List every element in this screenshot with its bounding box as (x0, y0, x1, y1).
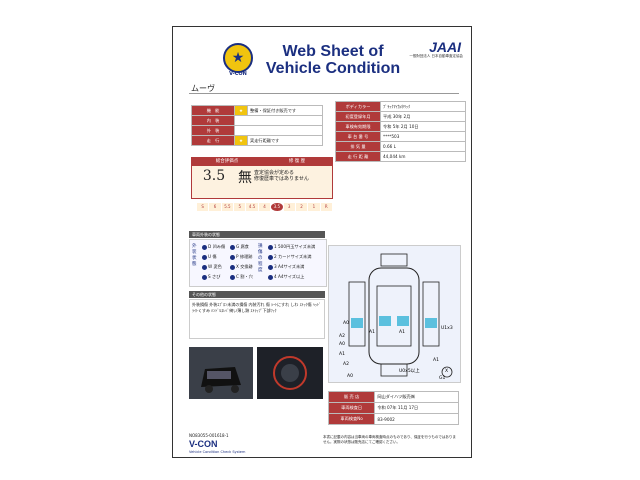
table-row: 車両検査日令和 07年 11月 17日 (327, 402, 459, 414)
notes-header: その他の状態 (189, 291, 325, 298)
size-item: 3 A4サイズ未満 (268, 264, 304, 270)
table-row: 車 台 番 号****503 (335, 131, 466, 142)
score-label: 総合評価点 (192, 158, 262, 166)
notes-text: 外装損傷 外装ｴﾌﾟﾛﾝ未満の損傷 内装汚れ 傷 ｼｰﾄにすれ しわ ｽﾄｯｸ傷… (189, 299, 325, 339)
dashboard-icon (257, 347, 323, 399)
rank-step: R (320, 203, 333, 211)
vehicle-condition-sheet: ★ V-CON Web Sheet of Vehicle Condition J… (172, 26, 472, 458)
rank-step: 4 (258, 203, 272, 211)
car-exterior-icon (189, 347, 253, 399)
condition-table: 機 能★整備・保証付き販売です 内 装 外 装 走 行★実走行距離です (191, 105, 323, 146)
legend-header: 車両外装の状態 (189, 231, 325, 238)
history-value: 無 (238, 170, 252, 186)
legend-item: D 凹み傷 (202, 244, 225, 250)
table-row: 内 装 (191, 115, 323, 126)
car-name: ムーヴ (191, 84, 215, 93)
legend-item: G 腐食 (230, 244, 249, 250)
table-row: 販 売 店岡山ダイハツ販売㈱ (327, 391, 459, 403)
score-value: 3.5 (202, 168, 226, 184)
logo-label: V-CON (229, 71, 247, 77)
jaai-logo: JAAI (429, 39, 461, 55)
size-item: 4 A4サイズ以上 (268, 274, 304, 280)
mark-a0: A0 (339, 342, 345, 347)
divider (189, 93, 459, 94)
spec-table: ボディカラーﾌﾞﾗｯｸﾏｲｶﾒﾀﾘｯｸ 初度登録年月平成 30年 2月 車検有効… (335, 101, 466, 162)
rank-step: 4.5 (246, 203, 259, 211)
mark-a2: A2 (343, 362, 349, 367)
rank-step: 3 (283, 203, 296, 211)
legend-item: W 変色 (202, 264, 222, 270)
history-note: 査定協会が定める 修復歴車ではありません (254, 170, 309, 182)
vcon-logo: V-CON (189, 439, 218, 449)
car-outline-icon (348, 253, 453, 378)
mark-x: X (445, 369, 449, 374)
legend-vertical-label: 外装状態 (192, 244, 197, 267)
history-label: 修 復 歴 (262, 158, 332, 166)
vcon-subtitle: Vehicle Condition Check System (189, 450, 246, 454)
legend-item: X 交換跡 (230, 264, 253, 270)
size-item: 2 カードサイズ未満 (268, 254, 311, 260)
mark-a2: A2 (339, 334, 345, 339)
mark-g1: G1 (439, 376, 446, 381)
dealer-table: 販 売 店岡山ダイハツ販売㈱ 車両検査日令和 07年 11月 17日 車両検査N… (327, 391, 459, 425)
rank-step: 3.5 (271, 203, 284, 211)
mark-a1: A1 (399, 330, 405, 335)
table-row: 走 行★実走行距離です (191, 135, 323, 146)
mark-u0x5: U0x5以上 (399, 369, 420, 374)
rank-step: S (197, 203, 210, 211)
mark-a1: A1 (339, 352, 345, 357)
mark-u1x3: U1x3 (441, 326, 453, 331)
footer-note: 本書に記載の内容は当車両の車両検査時点のものであり、保証を行うものではありません… (323, 435, 456, 444)
dashboard-photo (257, 347, 323, 399)
vcon-star-logo-icon: ★ (223, 43, 253, 73)
rank-step: 2 (295, 203, 309, 211)
car-exterior-photo (189, 347, 253, 399)
sheet-title: Web Sheet of Vehicle Condition (265, 43, 401, 77)
vehicle-damage-diagram: A0 U1x3 A2 A1 A1 A1 A1 A0 A2 A0 G1 U0x5以… (328, 245, 461, 383)
table-row: 車検有効期限令和 5年 2月 10日 (335, 121, 466, 132)
legend-item: S さび (202, 274, 220, 280)
sheet-code: NO83055-001618-1 (189, 433, 229, 438)
table-row: ボディカラーﾌﾞﾗｯｸﾏｲｶﾒﾀﾘｯｸ (335, 101, 466, 112)
rank-step: 5 (234, 203, 247, 211)
legend-item: U 傷 (202, 254, 217, 260)
star-icon: ★ (234, 135, 248, 146)
legend-box: 外装状態 D 凹み傷 U 傷 W 変色 S さび G 腐食 P 修理跡 X 交換… (189, 239, 327, 287)
mark-a1: A1 (369, 330, 375, 335)
mark-a0: A0 (347, 374, 353, 379)
size-item: 1 500円玉サイズ未満 (268, 244, 315, 250)
size-vertical-label: 損傷の程度 (258, 244, 263, 273)
rank-step: 1 (308, 203, 321, 211)
table-row: 初度登録年月平成 30年 2月 (335, 111, 466, 122)
jaai-org-name: 一般財団法人 日本自動車査定協会 (409, 54, 463, 58)
mark-a0: A0 (343, 321, 349, 326)
mark-a1: A1 (433, 358, 439, 363)
rank-step: 6 (209, 203, 222, 211)
star-icon: ★ (234, 105, 248, 116)
rank-step: 5.5 (221, 203, 235, 211)
table-row: 機 能★整備・保証付き販売です (191, 105, 323, 116)
table-row: 外 装 (191, 125, 323, 136)
legend-item: C 割・穴 (230, 274, 253, 280)
legend-item: P 修理跡 (230, 254, 252, 260)
score-box: 総合評価点 修 復 歴 3.5 無 査定協会が定める 修復歴車ではありません (191, 157, 333, 199)
